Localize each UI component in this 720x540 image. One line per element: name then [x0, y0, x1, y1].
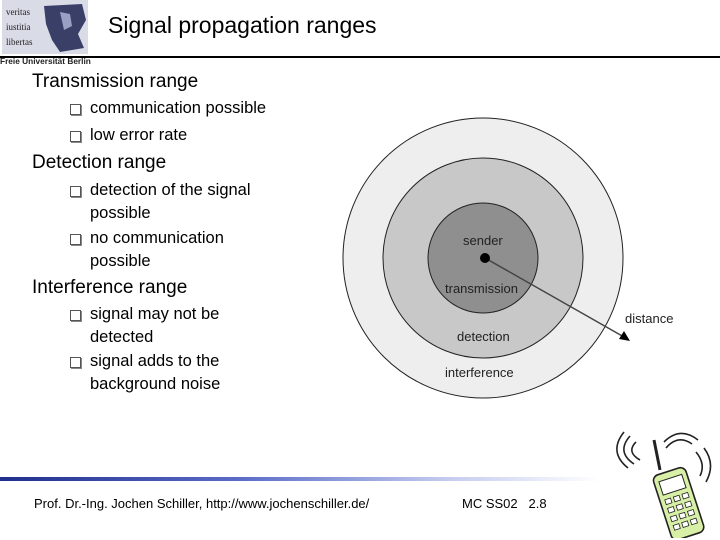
- label-sender: sender: [463, 233, 503, 248]
- label-detection: detection: [457, 329, 510, 344]
- mobile-phone-icon: [606, 430, 716, 538]
- footer-course: MC SS02 2.8: [462, 496, 547, 511]
- label-transmission: transmission: [445, 281, 518, 296]
- footer-course-name: MC SS02: [462, 496, 518, 511]
- arrowhead-icon: [619, 331, 630, 341]
- footer-author: Prof. Dr.-Ing. Jochen Schiller, http://w…: [34, 496, 369, 511]
- sender-dot: [480, 253, 490, 263]
- footer-divider: [0, 477, 600, 481]
- label-interference: interference: [445, 365, 514, 380]
- label-distance: distance: [625, 311, 673, 326]
- footer-page-number: 2.8: [528, 496, 546, 511]
